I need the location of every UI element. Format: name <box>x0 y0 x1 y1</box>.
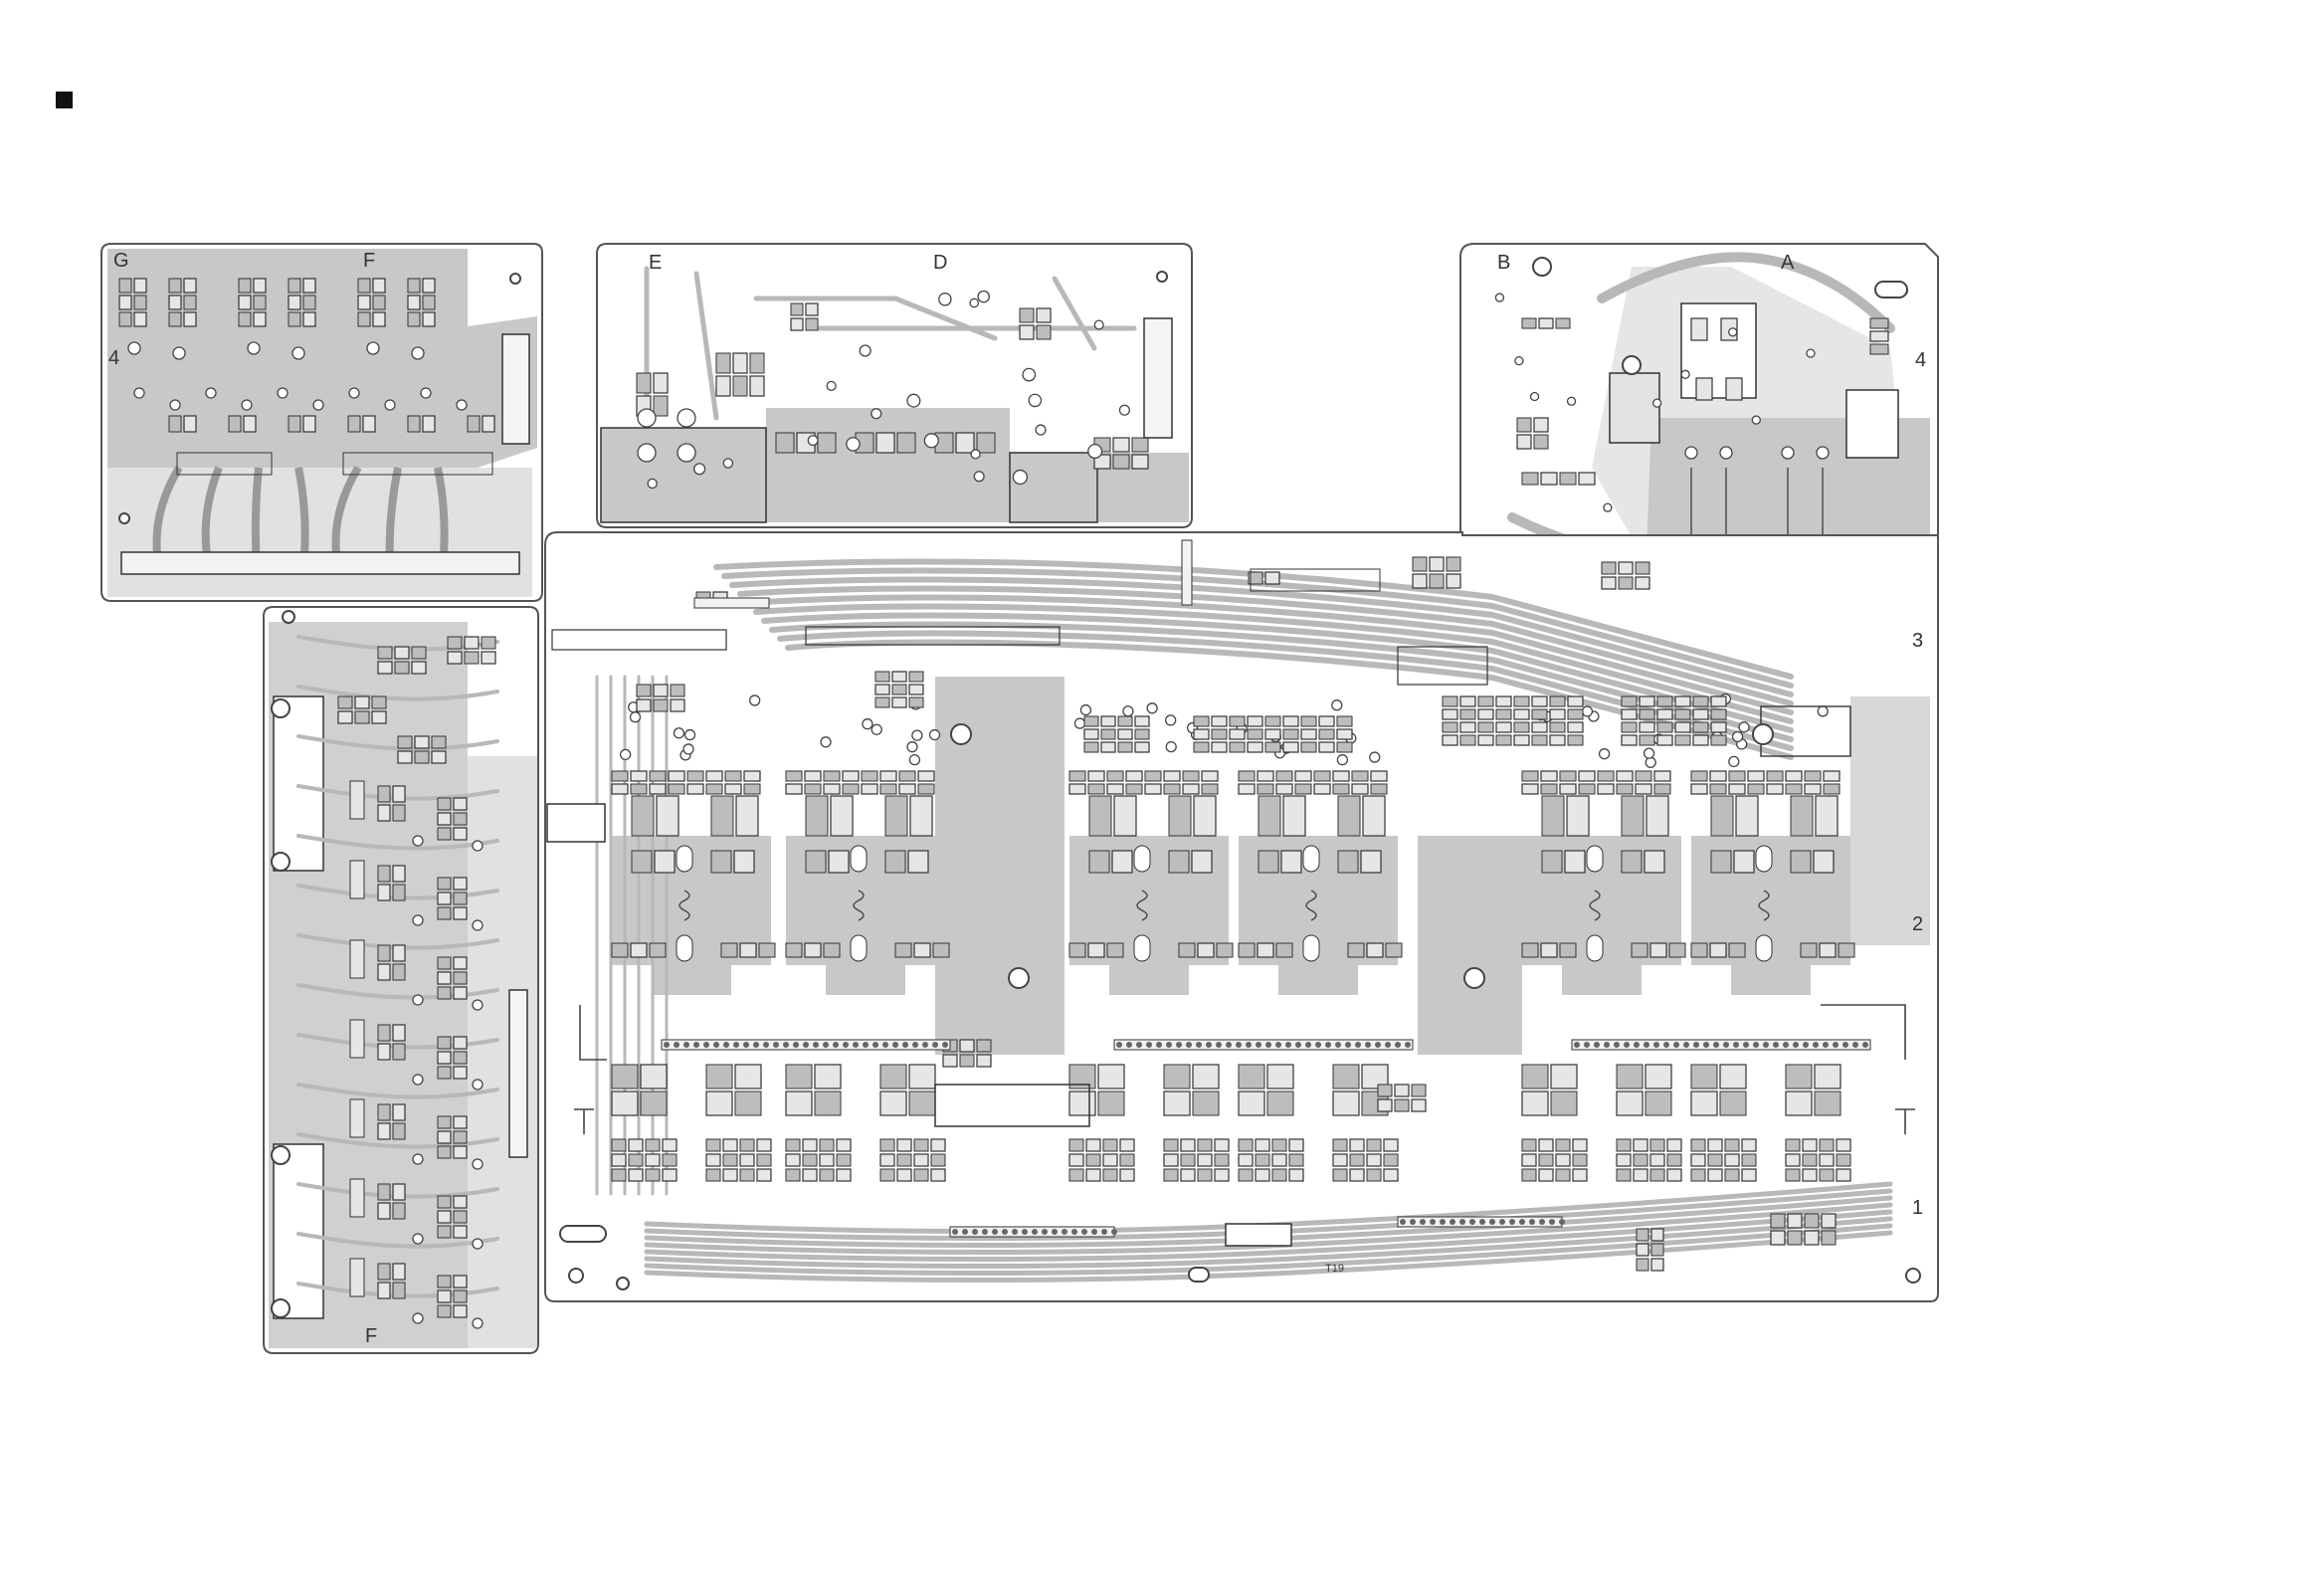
board-main: 3 2 1 T19 <box>545 532 1938 1301</box>
reference-label: T19 <box>1325 1263 1344 1275</box>
coord-label-f: F <box>363 250 375 272</box>
coord-label-1: 1 <box>1912 1197 1923 1219</box>
coord-label-4: 4 <box>108 347 119 369</box>
coord-label-g: G <box>113 250 129 272</box>
board-top-left: G F 4 <box>101 244 542 601</box>
coord-label-4-right: 4 <box>1915 349 1926 371</box>
board-top-middle: E D <box>597 244 1192 527</box>
section-marker <box>56 92 73 108</box>
coord-label-f-bottom: F <box>365 1325 377 1347</box>
coord-label-2: 2 <box>1912 913 1923 935</box>
coord-label-e: E <box>649 252 662 274</box>
coord-label-b: B <box>1497 252 1510 274</box>
coord-label-d: D <box>933 252 947 274</box>
board-left-vertical: F <box>264 607 538 1353</box>
coord-label-3: 3 <box>1912 630 1923 652</box>
coord-label-a: A <box>1781 252 1795 274</box>
